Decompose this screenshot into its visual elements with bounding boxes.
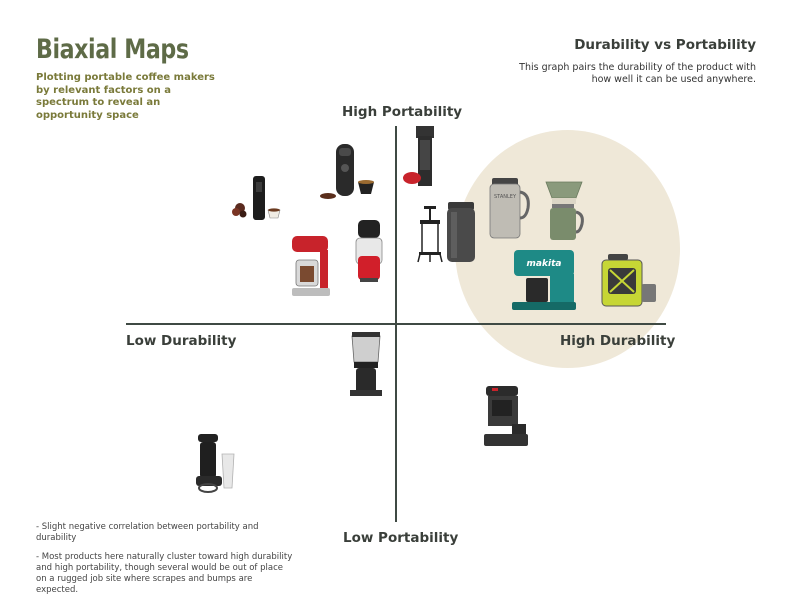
page-title: Biaxial Maps — [36, 34, 189, 65]
aeropress — [403, 126, 434, 186]
stanley-pour-over-set — [545, 181, 584, 240]
stovetop-brewer — [350, 332, 382, 396]
axis-label-low-portability: Low Portability — [343, 530, 459, 546]
axis-label-low-durability: Low Durability — [126, 333, 237, 349]
graph-description: This graph pairs the durability of the p… — [519, 62, 756, 85]
capsule-espresso-maker — [232, 176, 281, 220]
makita-logo-text: makita — [527, 259, 562, 269]
french-press — [417, 206, 443, 263]
stanley-logo-text: STANLEY — [494, 194, 517, 200]
graph-title: Durability vs Portability — [574, 37, 756, 53]
red-drip-coffee-maker — [292, 236, 330, 296]
durability-axis — [126, 323, 666, 325]
iced-coffee-maker — [196, 434, 235, 493]
axis-label-high-portability: High Portability — [342, 104, 463, 120]
note-clustering: - Most products here naturally cluster t… — [36, 552, 293, 595]
note-correlation: - Slight negative correlation between po… — [36, 522, 259, 543]
handheld-espresso-maker — [320, 144, 374, 199]
stanley-french-press: STANLEY — [489, 178, 530, 239]
single-serve-brewer — [355, 220, 383, 282]
opportunity-space — [455, 130, 680, 368]
axis-label-high-durability: High Durability — [560, 333, 676, 349]
notes: - Slight negative correlation between po… — [36, 522, 296, 604]
ryobi-coffee-maker — [601, 254, 656, 307]
travel-press-bottle — [447, 202, 475, 262]
makita-coffee-maker: makita — [512, 250, 576, 310]
black-drip-coffee-maker — [484, 386, 528, 446]
page-subtitle: Plotting portable coffee makers by relev… — [36, 72, 215, 121]
